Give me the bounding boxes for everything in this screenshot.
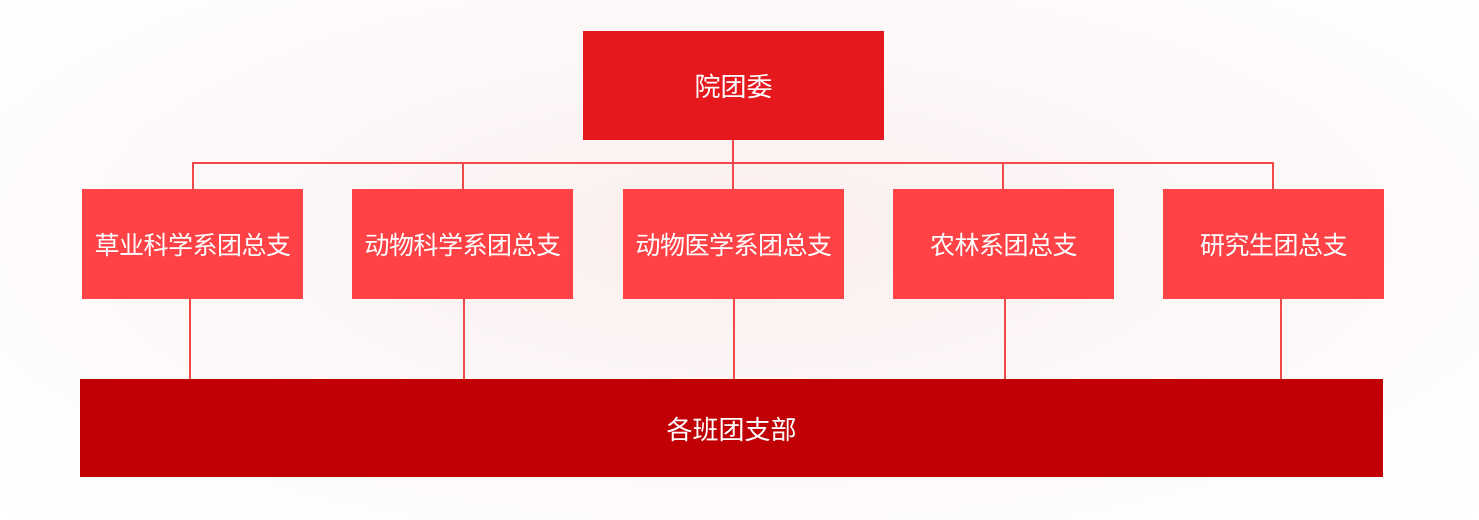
base-node-label: 各班团支部 [666, 415, 797, 446]
branch-node-5: 研究生团总支 [1163, 189, 1384, 299]
connector-branch-4-drop [1002, 162, 1004, 189]
connector-branch-5-drop [1272, 162, 1274, 189]
base-node: 各班团支部 [80, 379, 1383, 477]
branch-node-label: 草业科学系团总支 [94, 231, 291, 260]
connector-branch-5-to-base [1280, 299, 1282, 379]
connector-branch-3-drop [732, 162, 734, 189]
root-node-label: 院团委 [694, 73, 773, 103]
connector-branch-4-to-base [1004, 299, 1006, 379]
branch-node-label: 动物医学系团总支 [635, 231, 832, 260]
connector-branch-1-drop [192, 162, 194, 189]
branch-node-4: 农林系团总支 [893, 189, 1114, 299]
branch-node-1: 草业科学系团总支 [82, 189, 303, 299]
connector-branch-2-to-base [463, 299, 465, 379]
branch-node-3: 动物医学系团总支 [623, 189, 844, 299]
branch-node-2: 动物科学系团总支 [352, 189, 573, 299]
branch-node-label: 动物科学系团总支 [364, 231, 561, 260]
connector-root-stem [732, 140, 734, 164]
root-node: 院团委 [583, 31, 884, 140]
connector-branch-3-to-base [733, 299, 735, 379]
connector-branch-2-drop [462, 162, 464, 189]
connector-branch-1-to-base [189, 299, 191, 379]
branch-node-label: 农林系团总支 [929, 231, 1078, 260]
branch-node-label: 研究生团总支 [1199, 231, 1348, 260]
